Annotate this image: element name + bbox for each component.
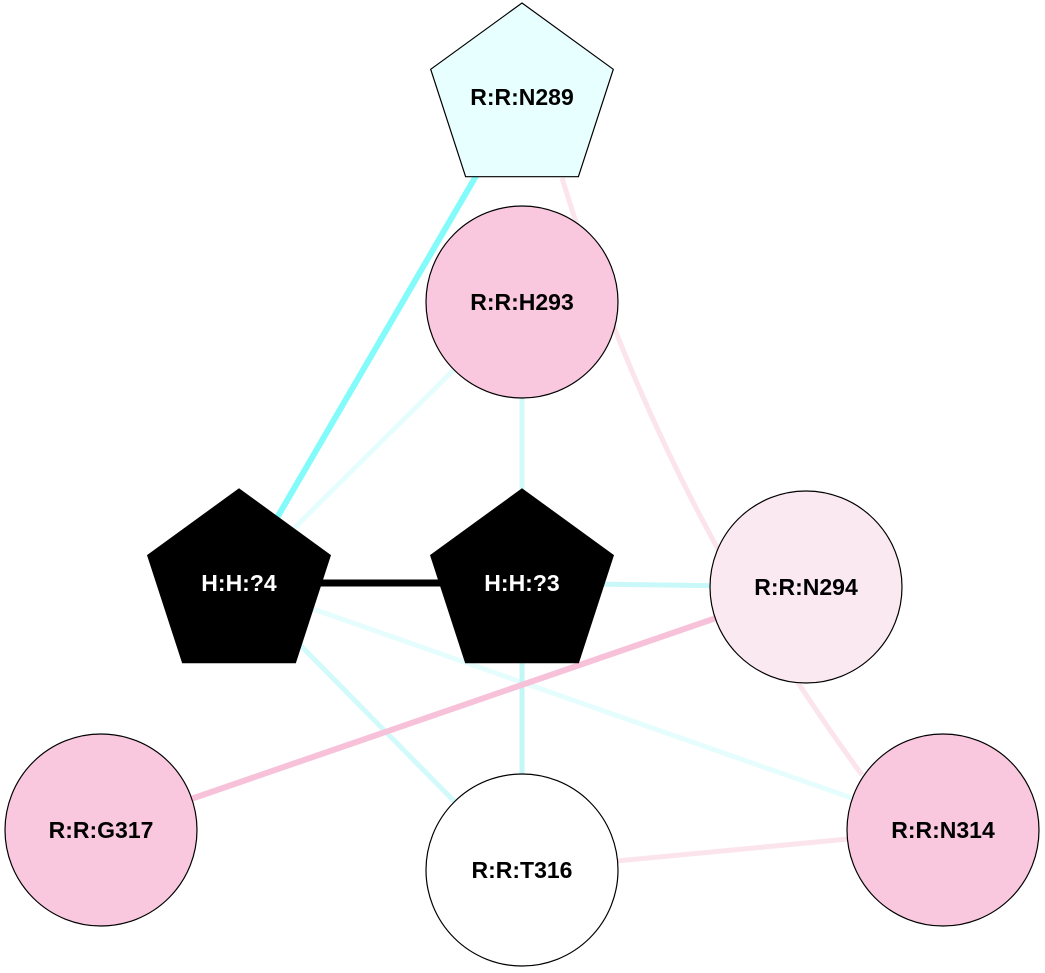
circle-node-shape [425,205,619,399]
edge-h4-n314 [238,580,944,833]
node-g317: R:R:G317 [4,733,198,927]
circle-node-shape [709,490,903,684]
node-label: H:H:?4 [201,570,277,596]
edge-n294-g317 [100,584,807,833]
pentagon-node-shape [429,488,615,664]
pentagon-node-shape [146,488,332,664]
node-h3: H:H:?3 [429,488,615,664]
node-n289: R:R:N289 [429,2,615,178]
edge-n289-h4 [236,95,525,585]
node-label: R:R:G317 [49,817,154,843]
circle-node-shape [425,773,619,967]
node-label: R:R:H293 [470,289,574,315]
node-n294: R:R:N294 [709,490,903,684]
node-label: R:R:N314 [891,817,995,843]
pentagon-node-shape [429,2,615,178]
circle-node-shape [846,733,1040,927]
node-h4: H:H:?4 [146,488,332,664]
node-h293: R:R:H293 [425,205,619,399]
circle-node-shape [4,733,198,927]
node-n314: R:R:N314 [846,733,1040,927]
node-t316: R:R:T316 [425,773,619,967]
node-label: H:H:?3 [484,570,559,596]
node-label: R:R:T316 [472,857,573,883]
node-label: R:R:N294 [754,574,858,600]
node-label: R:R:N289 [470,84,574,110]
